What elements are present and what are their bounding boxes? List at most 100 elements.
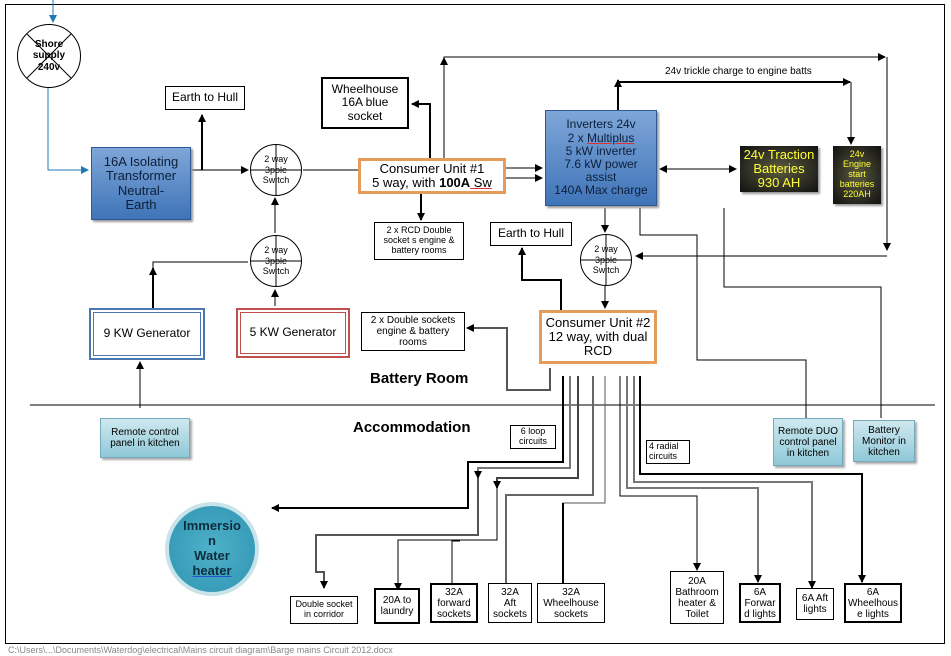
radial-line1: 4 radial xyxy=(649,441,679,452)
loop-line2: circuits xyxy=(518,436,547,446)
wire-earth-hull-2 xyxy=(518,247,562,310)
engine-batt-line2: Engine xyxy=(842,159,872,170)
traction-line3: 930 AH xyxy=(757,175,801,191)
switch-2-line3: Switch xyxy=(262,266,290,277)
switch-cross-icon xyxy=(580,234,632,286)
cu2-line1: Consumer Unit #2 xyxy=(545,314,651,330)
wire-aft-sockets xyxy=(502,376,594,591)
switch-1-line1: 2 way xyxy=(264,154,288,165)
rcd-line2: socket s engine & xyxy=(383,235,455,246)
shore-supply-line1: Shore xyxy=(34,38,64,50)
output-3-line3: sockets xyxy=(493,608,527,620)
shore-supply-line3: 240v xyxy=(37,61,61,73)
wire-inverter-battery-monitor xyxy=(723,208,882,418)
switch-3-line2: 3pole xyxy=(594,254,617,265)
cu1-line2a: 5 way, with xyxy=(372,175,440,190)
double-sockets-line2: engine & battery xyxy=(376,326,450,337)
output-0-line2: in corridor xyxy=(303,609,344,619)
wire-forward-lights xyxy=(626,376,762,583)
output-0-line1: Double socket xyxy=(295,599,353,610)
generator-9kw-label: 9 KW Generator xyxy=(103,326,191,341)
switch-2-line2: 3pole xyxy=(264,255,287,266)
isolating-transformer: 16A Isolating Transformer Neutral- Earth xyxy=(91,147,191,220)
output-4-line1: 32A xyxy=(562,586,580,598)
wire-gen9-switch2 xyxy=(152,261,248,308)
earth-to-hull-2: Earth to Hull xyxy=(490,222,572,246)
wire-inverter-remote-duo xyxy=(639,208,807,418)
inverters-line4: 7.6 kW power xyxy=(564,157,638,171)
remote-duo-line2: control panel xyxy=(779,436,837,448)
heater-line4: heater xyxy=(192,562,232,578)
switch-1-line2: 3pole xyxy=(264,164,287,175)
wire-shore-transformer xyxy=(47,87,89,174)
output-5-line2: Bathroom xyxy=(675,586,719,598)
earth-to-hull-1: Earth to Hull xyxy=(165,86,245,110)
wire-cu2-double-sockets xyxy=(466,324,551,391)
inverters-line1: Inverters 24v xyxy=(566,117,636,132)
double-sockets-line3: rooms xyxy=(399,337,427,348)
inverters-line6: 140A Max charge xyxy=(554,183,648,198)
engine-batt-line1: 24v xyxy=(849,149,865,160)
switch-3-line3: Switch xyxy=(592,265,620,276)
transformer-line1: 16A Isolating xyxy=(103,153,179,169)
loop-line1: 6 loop xyxy=(520,426,546,437)
output-2-line2: forward xyxy=(437,597,471,609)
switch-3-line1: 2 way xyxy=(594,244,618,255)
wire-aft-lights xyxy=(633,376,816,589)
engine-batt-line5: 220AH xyxy=(843,188,871,199)
inverters-line2a: 2 x xyxy=(567,130,587,145)
output-2-line3: sockets xyxy=(437,608,471,620)
output-7-line1: 6A Aft xyxy=(801,593,829,604)
battery-monitor-line3: kitchen xyxy=(868,446,900,458)
traction-line2: Batteries xyxy=(753,160,805,176)
inverters: Inverters 24v 2 x Multiplus 5 kW inverte… xyxy=(545,110,657,206)
output-6-line1: 6A xyxy=(753,586,767,598)
output-5-line1: 20A xyxy=(688,575,706,587)
output-6-line2: Forwar xyxy=(744,597,776,609)
cu1-line1: Consumer Unit #1 xyxy=(379,160,485,176)
earth-to-hull-2-label: Earth to Hull xyxy=(497,226,565,241)
earth-to-hull-1-label: Earth to Hull xyxy=(171,90,239,105)
output-4-line2: Wheelhouse xyxy=(543,597,599,609)
diagram-frame xyxy=(5,4,945,644)
output-8-line1: 6A xyxy=(866,586,880,598)
wire-cu1-wheelhouse xyxy=(411,100,431,158)
remote-duo-line3: in kitchen xyxy=(786,447,830,459)
output-6-line3: d lights xyxy=(744,608,776,620)
output-2-line1: 32A xyxy=(445,586,463,598)
output-5-line4: Toilet xyxy=(685,608,709,620)
engine-batt-line4: batteries xyxy=(839,178,875,189)
cu2-line2: 12 way, with dual xyxy=(548,328,648,344)
inverters-line2b: Multiplus xyxy=(586,130,635,145)
wire-forward-sockets xyxy=(448,540,460,591)
zone-accommodation: Accommodation xyxy=(353,419,471,436)
heater-line2: n xyxy=(208,533,216,549)
wheelhouse-socket-line3: socket xyxy=(347,108,383,123)
wire-wheelhouse-lights xyxy=(639,376,866,583)
switch-2-line1: 2 way xyxy=(264,245,288,256)
heater-line3: Water xyxy=(194,548,230,563)
inverters-line5: assist xyxy=(585,170,617,185)
battery-monitor-line2: Monitor in xyxy=(862,435,906,447)
transformer-line2: Transformer xyxy=(105,168,177,184)
remote-panel-line1: Remote control xyxy=(111,427,179,438)
transformer-line3: Neutral- xyxy=(117,182,165,198)
